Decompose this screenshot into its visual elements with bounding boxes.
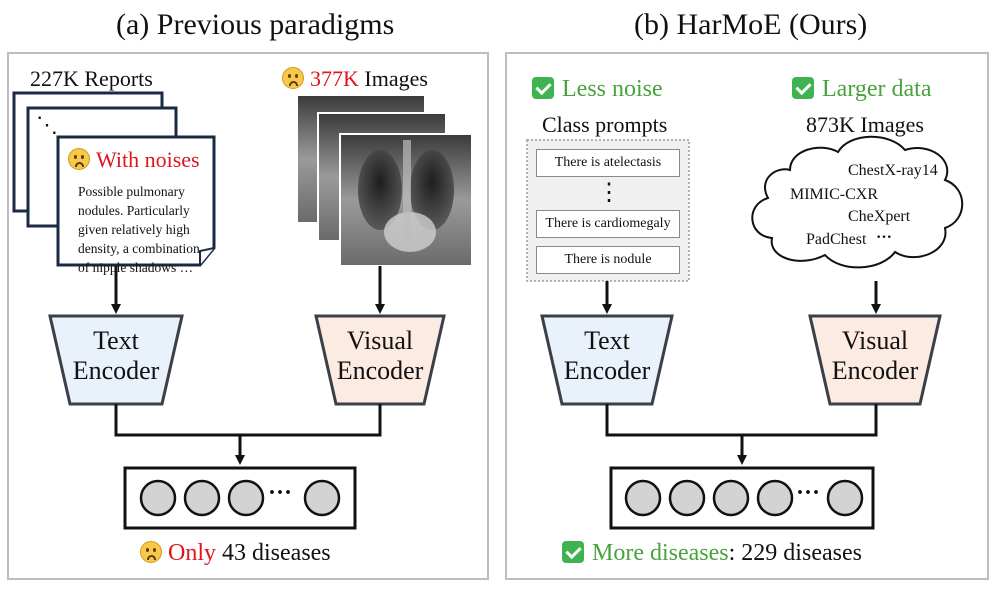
right-panel-frame	[505, 52, 989, 580]
left-bottom-caption: Only 43 diseases	[140, 540, 331, 567]
left-text-encoder-shape	[48, 314, 184, 406]
prompt-atelectasis: There is atelectasis	[536, 149, 680, 177]
left-panel-title: (a) Previous paradigms	[116, 8, 395, 41]
reports-count-label: 227K Reports	[30, 66, 153, 91]
checkmark-icon	[532, 77, 554, 99]
dataset-chexpert: CheXpert	[848, 208, 911, 225]
dataset-more-ellipsis: ···	[876, 229, 893, 246]
left-panel-frame	[7, 52, 489, 580]
dataset-mimic-cxr: MIMIC-CXR	[790, 186, 879, 203]
report-stack-dots: ⋱	[36, 112, 58, 137]
noise-label: With noises	[68, 147, 200, 173]
right-panel-title: (b) HarMoE (Ours)	[634, 8, 868, 41]
checkmark-icon	[792, 77, 814, 99]
prompt-nodule: There is nodule	[536, 246, 680, 274]
left-output-nodes	[139, 479, 341, 517]
right-output-nodes	[624, 479, 864, 517]
class-prompts-label: Class prompts	[542, 112, 668, 137]
less-noise-label: Less noise	[532, 76, 663, 103]
xray-stack	[296, 94, 473, 267]
right-output-ellipsis: ···	[796, 480, 821, 506]
dataset-chestx-ray14: ChestX-ray14	[848, 162, 938, 179]
left-visual-encoder-shape	[314, 314, 446, 406]
frowning-face-icon	[68, 148, 90, 170]
dataset-padchest: PadChest	[806, 231, 867, 248]
checkmark-icon	[562, 541, 584, 563]
prompts-vdots: ⋮	[597, 180, 621, 206]
right-bottom-caption: More diseases: 229 diseases	[562, 540, 862, 567]
larger-data-label: Larger data	[792, 76, 932, 103]
report-excerpt: Possible pulmonary nodules. Particularly…	[78, 184, 200, 275]
right-images-label: 873K Images	[806, 112, 924, 137]
prompt-cardiomegaly: There is cardiomegaly	[536, 210, 680, 238]
left-output-ellipsis: ···	[268, 480, 293, 506]
right-visual-encoder-shape	[808, 314, 942, 406]
frowning-face-icon	[140, 541, 162, 563]
report-stack	[12, 91, 216, 267]
dataset-cloud	[751, 135, 964, 269]
left-images-label: 377K Images	[282, 66, 428, 92]
right-text-encoder-shape	[540, 314, 674, 406]
frowning-face-icon	[282, 67, 304, 89]
